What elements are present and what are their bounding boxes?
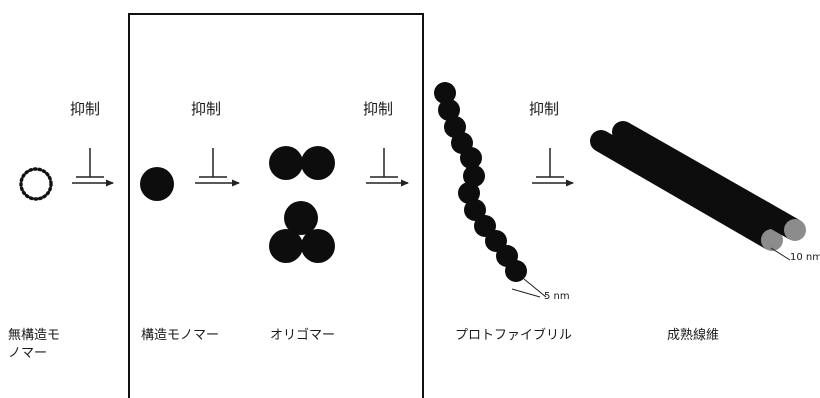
fibril-width-label: 10 nm xyxy=(790,252,820,263)
inhibit-label-2: 抑制 xyxy=(191,100,222,118)
protofibril-width-leader-2 xyxy=(511,288,541,298)
label-oligomer: オリゴマー xyxy=(270,328,336,343)
label-mature-fibril: 成熟線維 xyxy=(667,328,720,343)
label-protofibril: プロトファイブリル xyxy=(455,328,573,343)
structured-monomer-particle xyxy=(140,167,174,201)
label-unstructured-monomer: 無構造モ ノマー xyxy=(8,328,61,361)
inhibit-label-3: 抑制 xyxy=(363,100,394,118)
stage-highlight-box xyxy=(128,13,424,398)
oligomer-dimer xyxy=(269,146,335,180)
label-structured-monomer: 構造モノマー xyxy=(141,328,220,343)
mature-fibril xyxy=(590,121,806,251)
transition-arrow-1 xyxy=(72,148,114,187)
inhibit-label-1: 抑制 xyxy=(70,100,101,118)
inhibit-label-4: 抑制 xyxy=(529,100,560,118)
oligomer-trimer xyxy=(269,201,335,263)
transition-arrow-3 xyxy=(366,148,409,187)
transition-arrow-4 xyxy=(532,148,574,187)
unstructured-monomer-particle xyxy=(19,167,53,201)
protofibril-width-leader xyxy=(523,278,547,298)
protofibril-chain xyxy=(434,82,527,282)
protofibril-width-label: 5 nm xyxy=(544,291,570,302)
fibril-width-leader xyxy=(770,247,791,261)
transition-arrow-2 xyxy=(195,148,240,187)
